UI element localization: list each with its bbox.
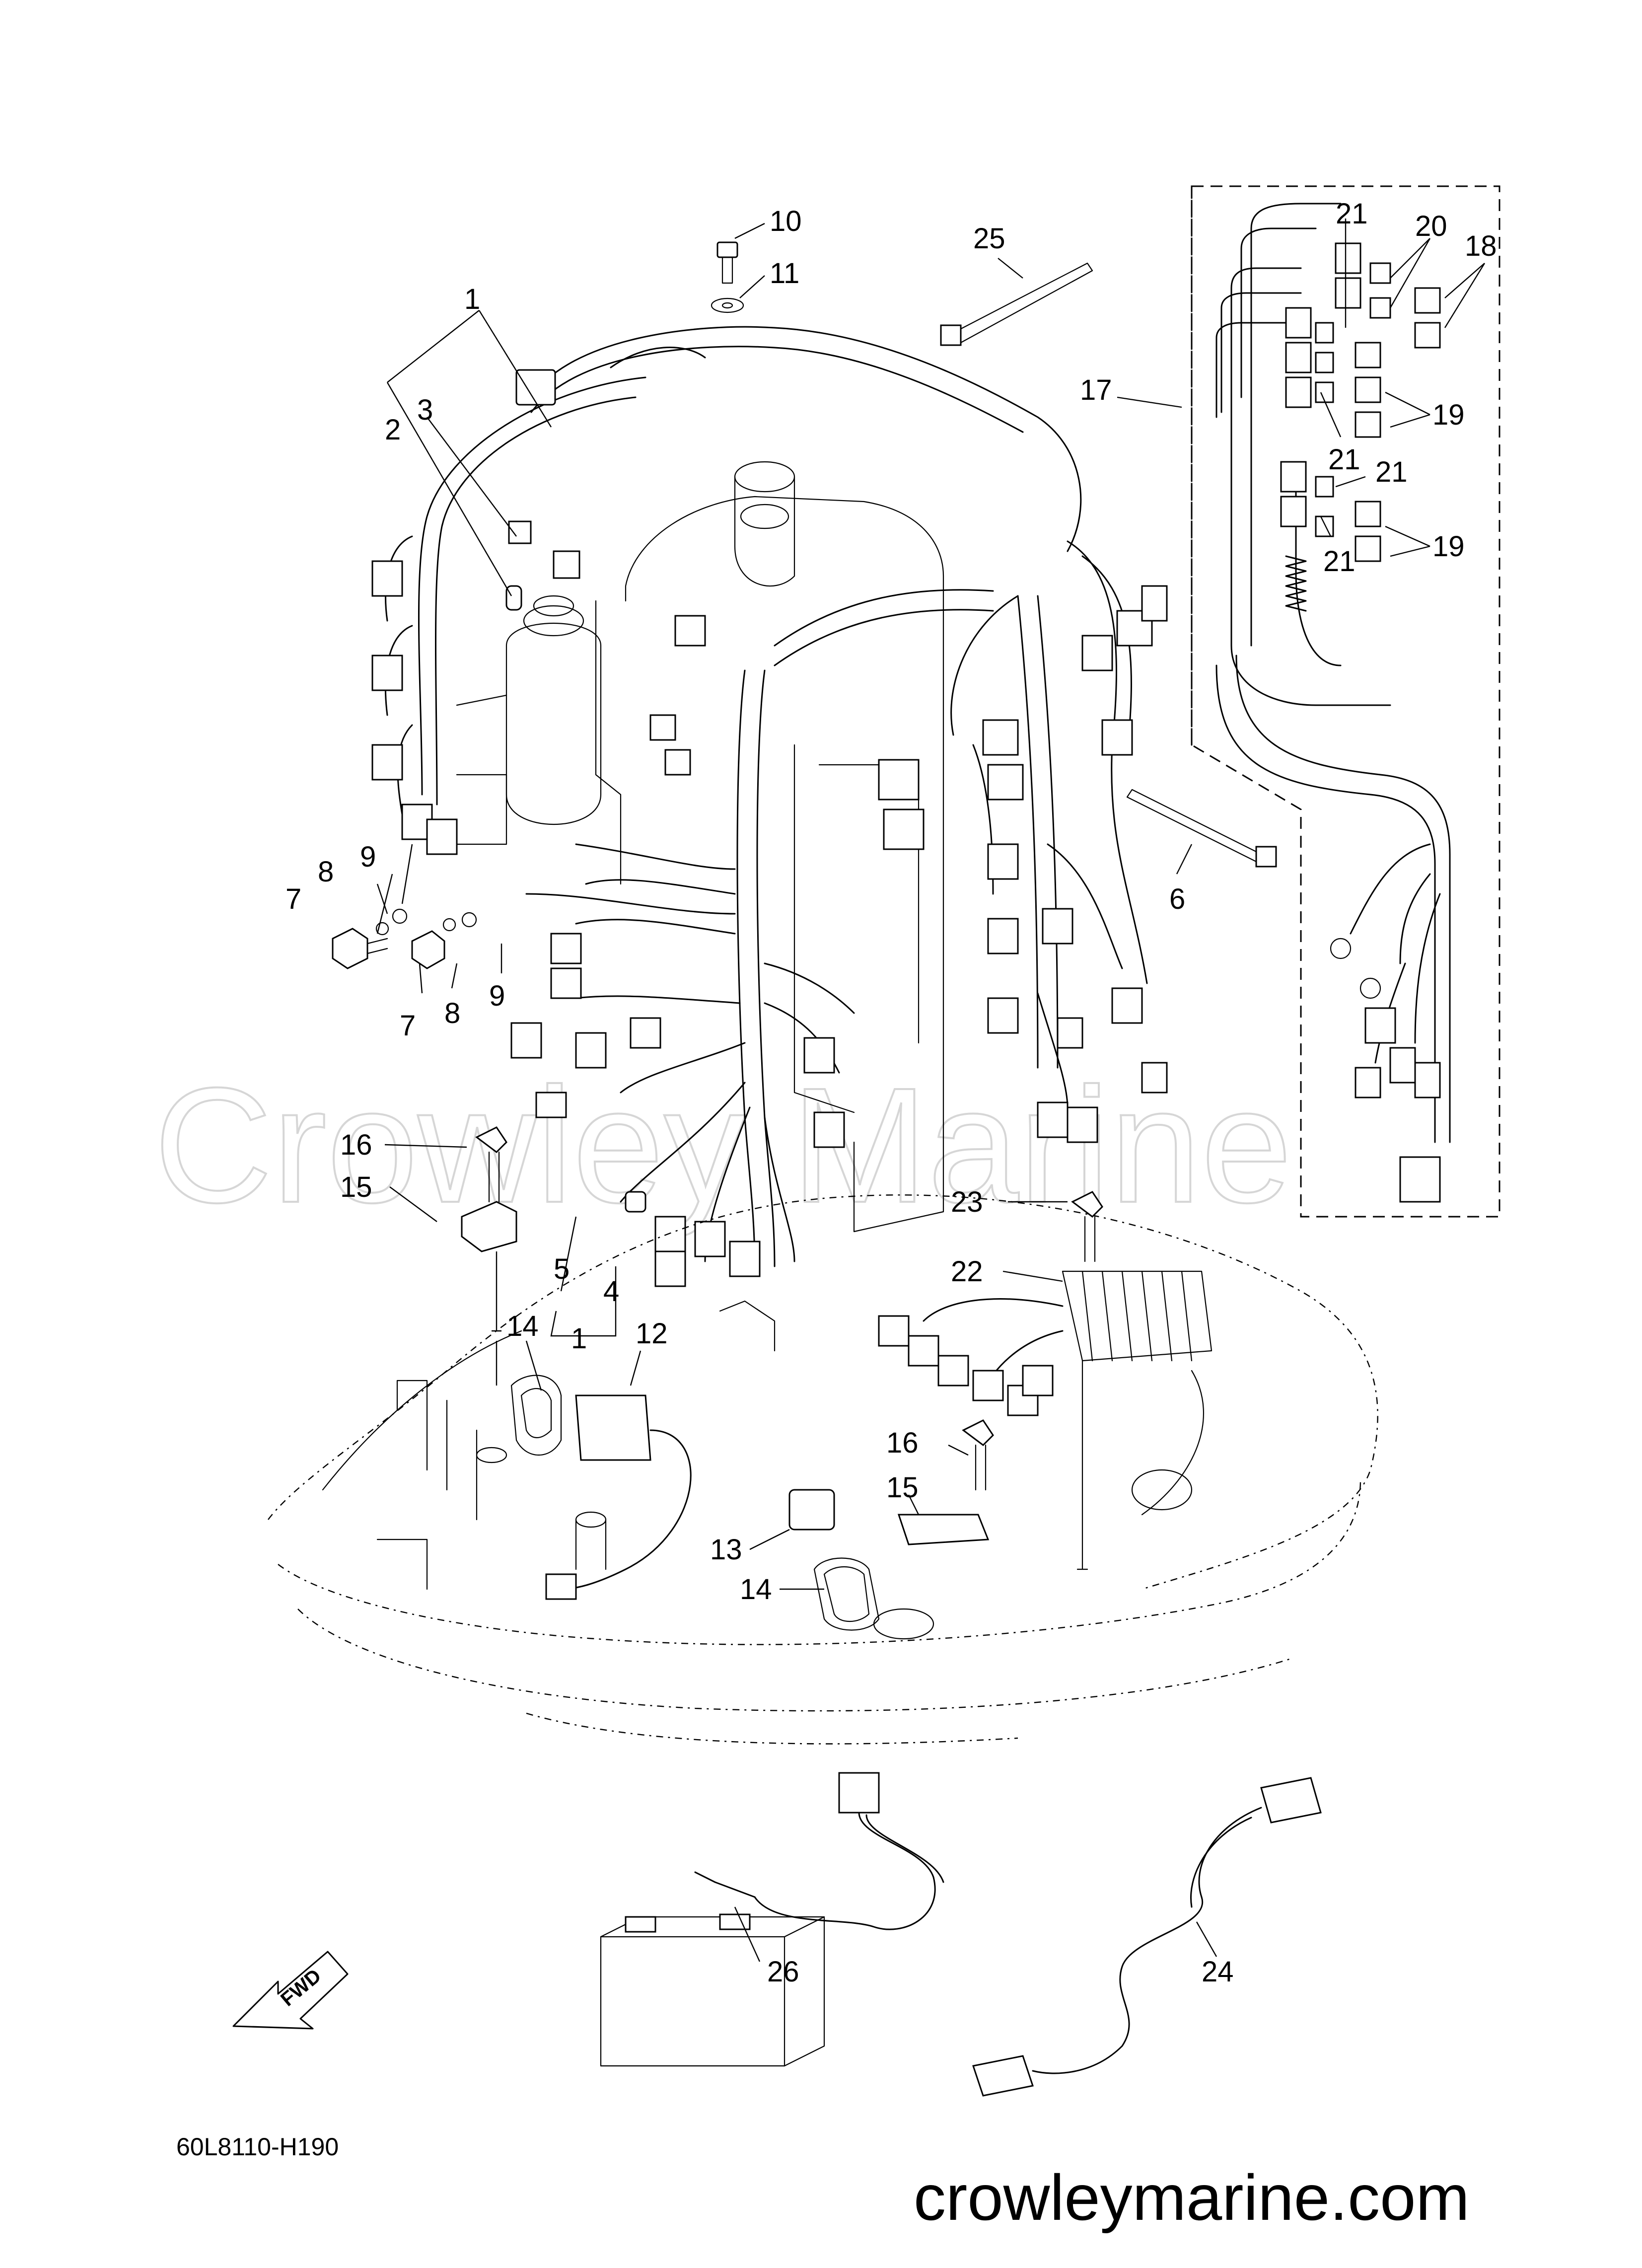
callout-16-left: 16: [340, 1129, 372, 1161]
callout-21-top: 21: [1336, 198, 1368, 230]
callout-23: 23: [951, 1186, 983, 1218]
diagram-code: 60L8110-H190: [176, 2133, 339, 2161]
callout-3: 3: [417, 394, 433, 426]
rectifier-regulator: [878, 1270, 1213, 1570]
callout-7-left: 7: [286, 883, 301, 915]
callout-26: 26: [767, 1956, 799, 1988]
callout-24: 24: [1202, 1956, 1234, 1988]
callout-14-right: 14: [740, 1573, 772, 1606]
callout-16-right: 16: [886, 1427, 919, 1459]
callout-21-right: 21: [1375, 456, 1408, 488]
callout-8-right: 8: [444, 997, 460, 1029]
callout-5: 5: [554, 1253, 570, 1285]
callout-19-top: 19: [1432, 399, 1465, 431]
callout-15-left: 15: [340, 1171, 372, 1203]
callout-1-bottom: 1: [571, 1322, 587, 1355]
callout-7-right: 7: [400, 1010, 416, 1042]
battery-and-cable: [600, 1772, 944, 2067]
callout-21-mid: 21: [1328, 443, 1360, 476]
callout-18: 18: [1465, 230, 1497, 262]
site-footer: crowleymarine.com: [914, 2161, 1470, 2234]
leader-lines: [376, 219, 1486, 1962]
callout-12: 12: [636, 1317, 668, 1350]
cable-ties: [940, 262, 1277, 868]
callout-22: 22: [951, 1255, 983, 1288]
callout-19-bot: 19: [1432, 530, 1465, 563]
callout-2: 2: [385, 414, 401, 446]
callout-9-right: 9: [489, 980, 505, 1012]
callout-21-bot: 21: [1323, 545, 1356, 578]
callout-11: 11: [770, 257, 799, 290]
callout-20: 20: [1415, 210, 1447, 242]
fwd-label: FWD: [277, 1965, 325, 2010]
fasteners: [332, 241, 1103, 1491]
callout-labels: 1 2 3 10 11 25 17 21 20 18 19 21 21 19 2…: [286, 198, 1497, 1988]
callout-17: 17: [1080, 374, 1112, 406]
extension-harness: [972, 1777, 1322, 2097]
bottom-cowling-outline: [268, 1194, 1378, 1745]
callout-1: 1: [464, 283, 480, 315]
callout-8-left: 8: [318, 856, 334, 888]
callout-10: 10: [770, 205, 802, 237]
callout-14-left: 14: [506, 1310, 539, 1342]
callout-9-left: 9: [360, 841, 376, 873]
callout-15-right: 15: [886, 1471, 919, 1504]
engine-assembly-drawing: [385, 326, 1148, 1267]
connector-group: [371, 369, 1168, 1287]
callout-4: 4: [603, 1275, 619, 1308]
sub-harness-dashed-box: [1191, 185, 1500, 1218]
grommets-and-clamps: [461, 1201, 990, 1631]
callout-13: 13: [710, 1534, 742, 1566]
watermark-text: Crowley Marine: [154, 1053, 1292, 1238]
callout-25: 25: [973, 222, 1005, 255]
forward-arrow-icon: FWD: [232, 1951, 349, 2030]
callout-6: 6: [1169, 883, 1185, 915]
